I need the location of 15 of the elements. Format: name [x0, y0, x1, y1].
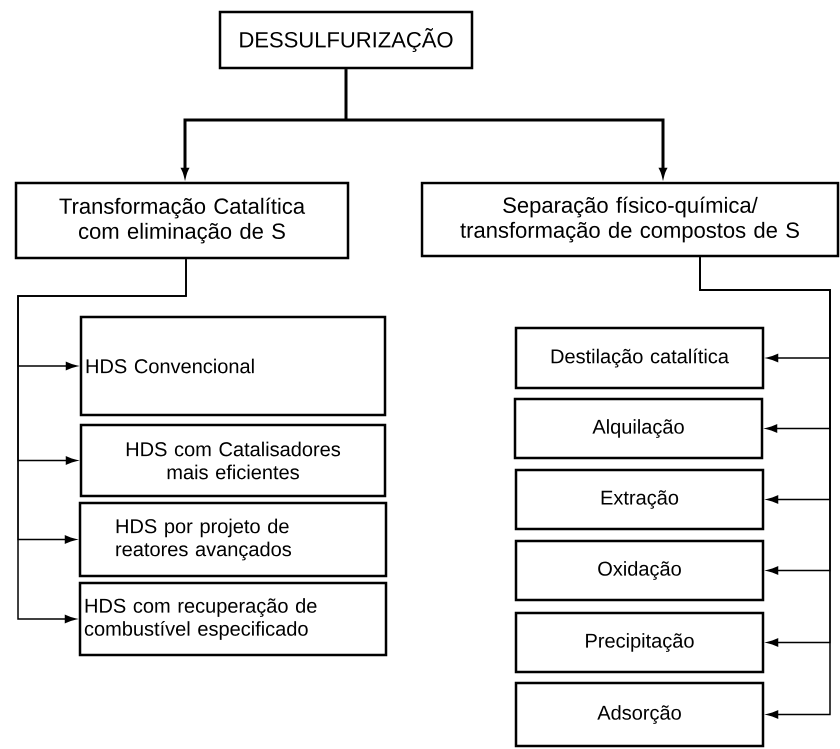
process-box: HDS Convencional: [80, 316, 386, 416]
arrow: [17, 259, 187, 624]
process-box: HDS com recuperação de combustível especificado: [78, 582, 388, 656]
process-box: Adsorção: [514, 682, 764, 748]
process-box: Oxidação: [514, 540, 764, 602]
title-box: DESSULFURIZAÇÃO: [218, 10, 474, 70]
process-box: Alquilação: [514, 398, 764, 460]
category-box: Separação físico-química/ transformação de compostos de S: [420, 182, 840, 258]
process-box: HDS por projeto de reatores avançados: [78, 502, 388, 578]
process-box: Extração: [514, 468, 764, 530]
arrow: [699, 257, 831, 719]
process-box: Precipitação: [514, 612, 764, 674]
process-box: Destilação catalítica: [514, 326, 764, 390]
category-box: Transformação Catalítica com eliminação de S: [14, 182, 350, 260]
process-box: HDS com Catalisadores mais eficientes: [80, 424, 386, 498]
